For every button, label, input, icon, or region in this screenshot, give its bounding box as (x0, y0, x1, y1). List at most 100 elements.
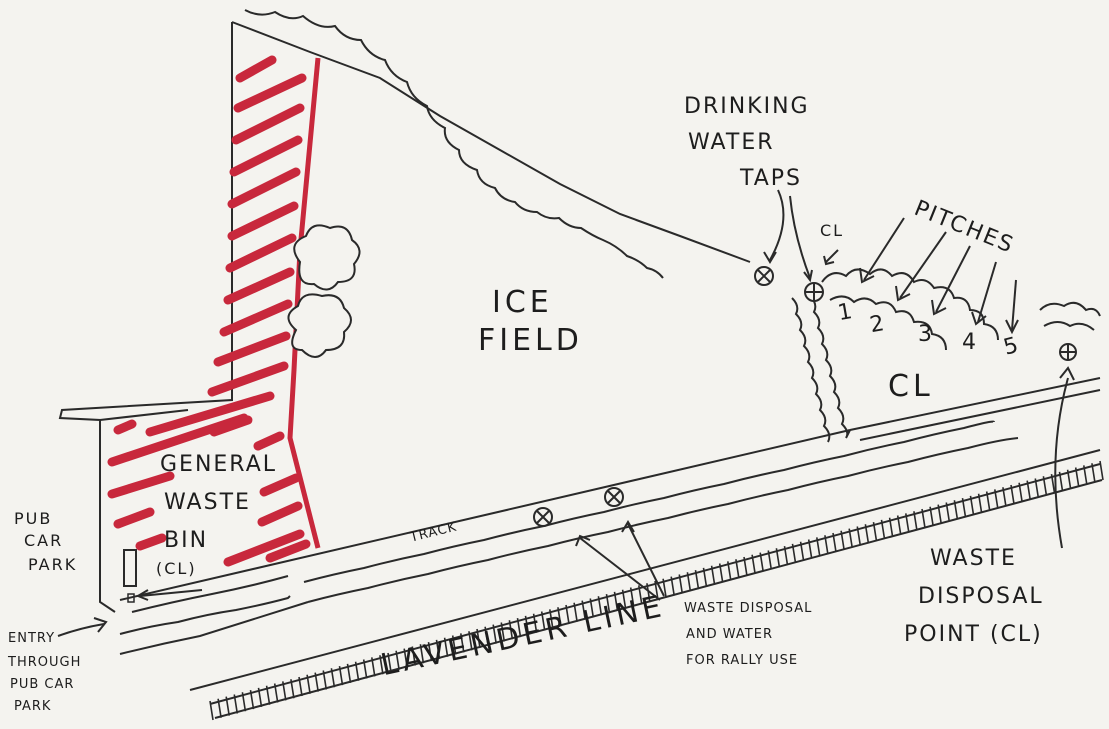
rail-sleeper (718, 563, 724, 583)
rail-sleeper (791, 543, 797, 564)
drinking-water-label-line1: DRINKING (684, 94, 810, 119)
rail-sleeper (872, 521, 878, 542)
rally-symbol-2 (604, 487, 624, 507)
rail-sleeper (638, 585, 643, 605)
pitch-bushes-right (1039, 301, 1101, 331)
track-hedge-north (119, 429, 851, 613)
rail-sleeper (743, 556, 748, 577)
rail-sleeper (492, 624, 497, 644)
rail-sleeper (1058, 471, 1064, 492)
east-boundary-b (859, 389, 1101, 441)
rally-label-line1: WASTE DISPOSAL (684, 601, 813, 616)
pub-car-park-label-line2: CAR (24, 531, 64, 550)
rail-sleeper (816, 537, 821, 557)
rail-sleeper (751, 554, 756, 574)
rail-sleeper (621, 589, 627, 609)
rail-sleeper (597, 596, 603, 616)
arrows (57, 189, 1075, 637)
rail-sleeper (589, 598, 595, 618)
top-hedge (244, 9, 664, 279)
rail-sleeper (670, 576, 675, 596)
rail-sleeper (994, 489, 999, 509)
rail-sleeper (985, 491, 991, 511)
rail-sleeper (1042, 476, 1048, 496)
rail-sleeper (516, 617, 522, 638)
general-waste-label-line3: BIN (164, 528, 209, 553)
rail-sleeper (1002, 487, 1007, 507)
rail-sleeper (476, 628, 481, 649)
rail-sleeper (1083, 465, 1088, 485)
track-hedge-mid (303, 420, 995, 583)
rail-sleeper (1026, 480, 1031, 500)
rail-sleeper (848, 528, 853, 548)
rail-sleeper (1034, 478, 1040, 498)
rail-sleeper (298, 676, 303, 697)
rail-sleeper (419, 644, 425, 664)
rail-sleeper (468, 631, 473, 651)
rail-sleeper (921, 508, 926, 529)
general-waste-label-line2: WASTE (164, 490, 251, 515)
rail-sleeper (508, 620, 514, 640)
rail-sleeper (257, 687, 263, 708)
rail-sleeper (484, 626, 489, 646)
rail-sleeper (759, 552, 764, 572)
rail-sleeper (1066, 469, 1072, 489)
drinking-water-label-line3: TAPS (740, 166, 803, 191)
rail-sleeper (913, 511, 918, 531)
rail-sleeper (565, 604, 570, 625)
rail-sleeper (629, 587, 635, 607)
rail-sleeper (532, 613, 538, 633)
rail-sleeper (427, 641, 433, 662)
rail-sleeper (225, 696, 230, 716)
rail-sleeper (961, 497, 967, 518)
cl-right-label: CL (888, 369, 934, 404)
rail-sleeper (702, 567, 708, 588)
pitch-number-4: 4 (962, 330, 978, 355)
rail-sleeper (314, 672, 319, 692)
rail-sleeper (500, 622, 506, 642)
rail-sleeper (832, 532, 837, 553)
rail-sleeper (1091, 463, 1096, 483)
rail-sleeper (646, 583, 651, 603)
ice-field-label-line1: ICE (492, 285, 553, 320)
ice-field-label-line2: FIELD (478, 323, 583, 358)
rail-sleeper (929, 506, 934, 526)
rail-sleeper (856, 526, 862, 546)
rail-sleeper (824, 535, 829, 555)
rail-sleeper (727, 561, 732, 581)
rail-sleeper (767, 550, 773, 570)
rail-sleeper (896, 515, 902, 535)
rail-sleeper (864, 524, 870, 544)
rail-sleeper (905, 513, 910, 533)
entry-label-line2: THROUGH (8, 655, 82, 670)
waste-point-symbol (1059, 343, 1077, 361)
rail-sleeper (338, 665, 344, 686)
rail-sleeper (306, 674, 311, 694)
rally-symbol-1 (533, 507, 553, 527)
track-hedge-west (119, 595, 291, 635)
track-south-line (119, 449, 1101, 691)
rail-sleeper (387, 652, 392, 673)
east-hedge (791, 297, 831, 443)
tap-symbol-1 (754, 266, 774, 286)
rail-sleeper (322, 670, 328, 690)
cl-top-label: CL (820, 221, 845, 240)
tree-top (293, 224, 361, 291)
rail-sleeper (686, 572, 692, 592)
rail-sleeper (460, 633, 465, 653)
general-waste-label-line1: GENERAL (160, 452, 278, 477)
rail-sleeper (977, 493, 983, 513)
rail-sleeper (330, 668, 336, 688)
rail-sleeper (354, 661, 360, 681)
rail-sleeper (678, 574, 684, 594)
rail-sleeper (775, 548, 781, 568)
rail-sleeper (888, 517, 894, 537)
rail-sleeper (937, 504, 942, 524)
rail-sleeper (411, 646, 417, 666)
rally-label-line2: AND WATER (686, 627, 773, 642)
rail-sleeper (581, 600, 586, 620)
waste-bin-base (127, 593, 135, 603)
waste-point-label-line1: WASTE (930, 546, 1017, 571)
